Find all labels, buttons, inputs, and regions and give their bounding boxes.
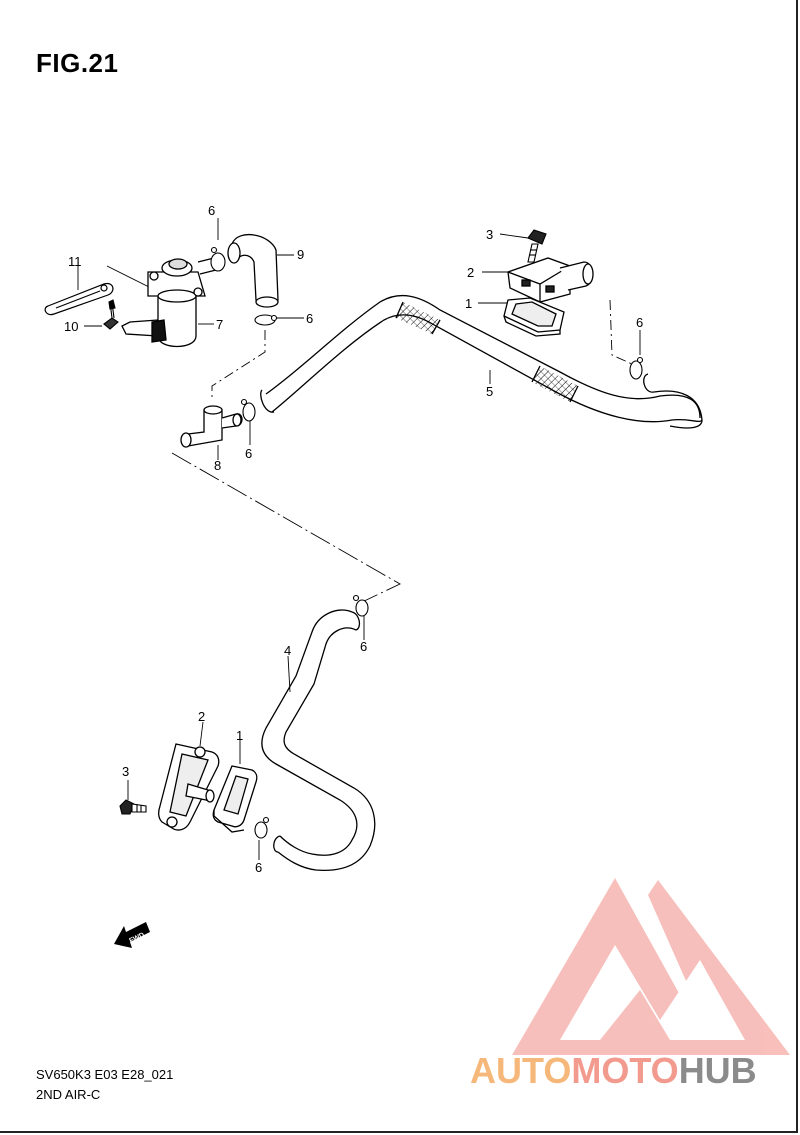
callout-4: 4: [284, 643, 291, 658]
callout-7: 7: [216, 317, 223, 332]
callout-labels: 6 9 6 7 10 11 3 2 1 6 5 6 8 6 4 2 1 3 6: [64, 203, 643, 875]
callout-9: 9: [297, 247, 304, 262]
clamp-a: [210, 246, 226, 272]
hose-part-9: [227, 234, 279, 308]
callout-3: 3: [122, 764, 129, 779]
reed-cover-part-2-lower: [158, 743, 220, 831]
t-joint-part-8: [180, 405, 243, 448]
reed-cover-part-2-upper: [507, 257, 594, 303]
watermark-moto: MOTO: [571, 1050, 679, 1091]
clamps-part-6: [210, 246, 644, 839]
watermark-logo: [512, 878, 790, 1055]
bracket-part-11: [44, 282, 114, 316]
clamp-b: [254, 314, 278, 326]
clamp-e: [352, 594, 369, 617]
callout-3: 3: [486, 227, 493, 242]
clamp-f: [254, 816, 270, 839]
bolt-part-3-upper: [527, 229, 547, 263]
callout-6: 6: [636, 315, 643, 330]
callout-1: 1: [236, 728, 243, 743]
forward-direction-arrow: FWD: [114, 922, 150, 948]
clamp-c: [240, 398, 256, 422]
reed-gasket-part-1-lower: [212, 765, 258, 833]
clamp-d: [629, 356, 644, 380]
diagram-subtitle: 2ND AIR-C: [36, 1087, 101, 1102]
callout-6: 6: [360, 639, 367, 654]
callout-2: 2: [198, 709, 205, 724]
callout-2: 2: [467, 265, 474, 280]
callout-8: 8: [214, 458, 221, 473]
hose-part-5: [260, 294, 703, 429]
control-valve-part-7: [121, 257, 222, 348]
figure-title: FIG.21: [36, 48, 119, 78]
watermark-text: AUTOMOTOHUB: [470, 1050, 757, 1092]
callout-6: 6: [245, 446, 252, 461]
hose-part-4: [261, 609, 376, 872]
callout-11: 11: [68, 254, 82, 269]
watermark-hub: HUB: [678, 1050, 757, 1091]
bolt-part-3-lower: [119, 799, 147, 815]
callout-6: 6: [255, 860, 262, 875]
callout-6: 6: [306, 311, 313, 326]
callout-5: 5: [486, 384, 493, 399]
reed-gasket-part-1-upper: [503, 297, 565, 337]
callout-1: 1: [465, 296, 472, 311]
callout-10: 10: [64, 319, 78, 334]
callout-6: 6: [208, 203, 215, 218]
screw-part-10: [103, 299, 119, 330]
watermark-auto: AUTO: [470, 1050, 572, 1091]
leader-lines: [77, 218, 641, 860]
diagram-code: SV650K3 E03 E28_021: [36, 1067, 174, 1082]
